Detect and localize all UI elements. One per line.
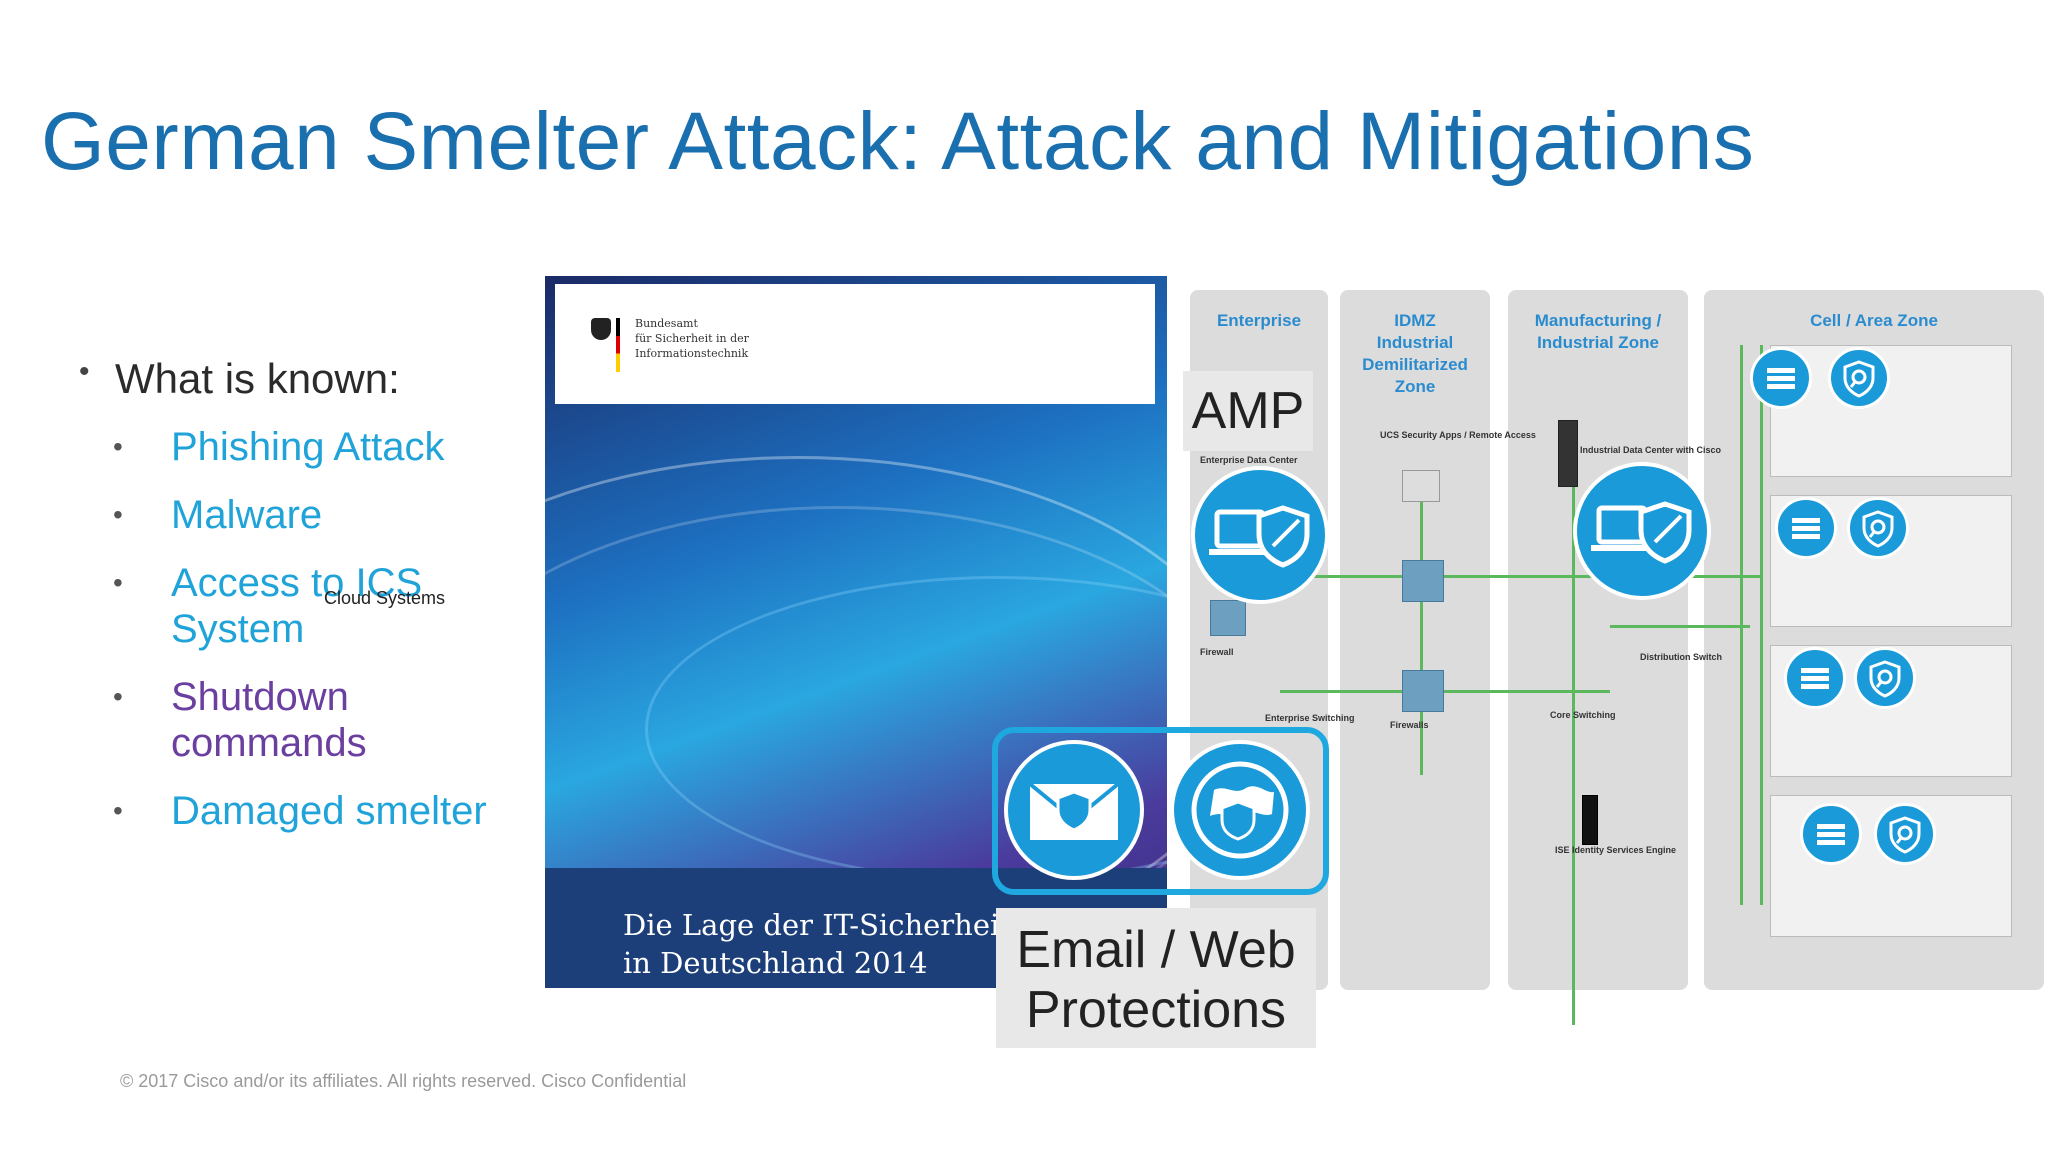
bullet-item-text: Phishing Attack xyxy=(171,425,445,469)
firewall-device xyxy=(1210,600,1246,636)
bullet-item-text: System xyxy=(171,607,305,651)
eagle-icon xyxy=(591,318,611,340)
connection-line xyxy=(1760,345,1763,905)
email-web-label-line: Protections xyxy=(1025,981,1287,1039)
bullet-item: • Malware xyxy=(113,492,323,538)
connection-line xyxy=(1740,345,1743,905)
bullet-item: • Shutdown commands xyxy=(113,674,367,766)
firewalls-device xyxy=(1402,670,1444,712)
publisher-line: Informationstechnik xyxy=(635,347,749,360)
connection-line xyxy=(1220,575,1760,578)
zone-label: Manufacturing / Industrial Zone xyxy=(1534,311,1662,352)
zone-label: Cell / Area Zone xyxy=(1810,311,1938,330)
highlight-frame xyxy=(992,727,1329,895)
bullet-dot: • xyxy=(113,795,123,826)
firewall-icon xyxy=(1784,647,1846,709)
firewall-icon xyxy=(1775,497,1837,559)
bullet-item-text: Malware xyxy=(171,493,323,537)
magnifier-shield-icon xyxy=(1874,803,1936,865)
device-label: Enterprise Data Center xyxy=(1200,455,1298,465)
publisher-line: Bundesamt xyxy=(635,317,698,330)
bullet-item: • Access to ICS System xyxy=(113,560,423,652)
zone-label: Enterprise xyxy=(1216,311,1302,330)
connection-line xyxy=(1420,495,1423,775)
bullet-item-text: Damaged smelter xyxy=(171,789,487,833)
connection-line xyxy=(1572,485,1575,1025)
laptop-shield-icon xyxy=(1191,466,1329,604)
footer-copyright: © 2017 Cisco and/or its affiliates. All … xyxy=(120,1071,687,1091)
magnifier-shield-icon xyxy=(1847,497,1909,559)
publisher-name: Bundesamt für Sicherheit in der Informat… xyxy=(635,316,749,361)
globe-shield-icon xyxy=(1170,740,1310,880)
device-label: Core Switching xyxy=(1550,710,1616,720)
device-label: Firewalls xyxy=(1390,720,1429,730)
network-architecture-diagram: Enterprise IDMZ Industrial Demilitarized… xyxy=(1180,285,2048,1025)
bullet-item-text: Shutdown xyxy=(171,675,349,719)
bullet-item-text: commands xyxy=(171,721,367,765)
device-label: UCS Security Apps / Remote Access xyxy=(1380,430,1536,440)
firewall-icon xyxy=(1800,803,1862,865)
ucs-device xyxy=(1402,470,1440,502)
flag-icon xyxy=(616,318,620,372)
zone-label: IDMZ Industrial Demilitarized Zone xyxy=(1362,311,1468,396)
email-web-label-line: Email / Web xyxy=(1016,921,1296,979)
zone-manufacturing: Manufacturing / Industrial Zone xyxy=(1508,290,1688,990)
device-label: Industrial Data Center with Cisco xyxy=(1580,445,1722,455)
magnifier-shield-icon xyxy=(1854,647,1916,709)
publisher-line: für Sicherheit in der xyxy=(635,332,749,345)
email-web-label: Email / Web Protections xyxy=(996,908,1316,1048)
bullet-dot: • xyxy=(113,567,123,598)
bullet-dot: • xyxy=(113,499,123,530)
zone-idmz: IDMZ Industrial Demilitarized Zone xyxy=(1340,290,1490,990)
connection-line xyxy=(1280,690,1610,693)
cover-title-line: Die Lage der IT-Sicherheit xyxy=(623,908,1011,942)
amp-label: AMP xyxy=(1183,371,1313,451)
overlay-text: Cloud Systems xyxy=(324,588,446,608)
bullet-item-text: Access to ICS xyxy=(171,561,423,605)
bullet-item: • Phishing Attack xyxy=(113,424,445,470)
device-label: ISE Identity Services Engine xyxy=(1555,845,1677,855)
ise-device xyxy=(1582,795,1598,845)
idmz-device xyxy=(1402,560,1444,602)
cover-title: Die Lage der IT-Sicherheit in Deutschlan… xyxy=(623,906,1011,982)
industrial-server xyxy=(1558,420,1578,487)
bullet-heading-text: What is known: xyxy=(115,355,400,402)
magnifier-shield-icon xyxy=(1828,347,1890,409)
bullet-item: • Damaged smelter xyxy=(113,788,487,834)
device-label: Distribution Switch xyxy=(1640,652,1722,662)
bullet-dot: • xyxy=(113,431,123,462)
envelope-shield-icon xyxy=(1004,740,1144,880)
cover-header: Bundesamt für Sicherheit in der Informat… xyxy=(555,284,1155,404)
page-title: German Smelter Attack: Attack and Mitiga… xyxy=(41,96,1755,187)
device-label: Firewall xyxy=(1200,647,1234,657)
laptop-shield-icon xyxy=(1573,462,1711,600)
device-label: Enterprise Switching xyxy=(1265,713,1355,723)
connection-line xyxy=(1610,625,1750,628)
firewall-icon xyxy=(1750,347,1812,409)
bullet-dot: • xyxy=(113,681,123,712)
bullet-heading: • What is known: xyxy=(79,355,400,403)
cover-title-line: in Deutschland 2014 xyxy=(623,946,928,980)
bullet-dot: • xyxy=(79,355,90,388)
